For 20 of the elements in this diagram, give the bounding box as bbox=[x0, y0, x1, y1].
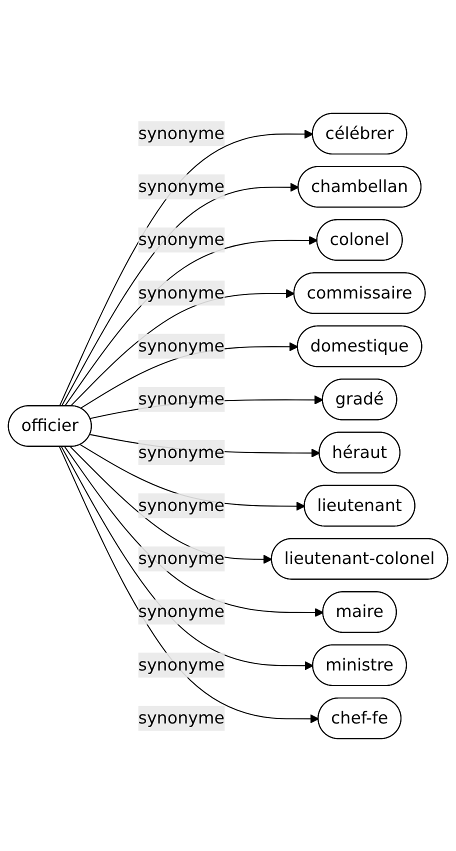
arrow bbox=[59, 129, 314, 406]
edge-label: synonyme bbox=[138, 388, 225, 408]
edge-label: synonyme bbox=[138, 122, 225, 143]
edge-label: synonyme bbox=[138, 176, 225, 196]
arrow bbox=[70, 446, 272, 564]
arrow bbox=[59, 446, 320, 723]
edge-label: synonyme bbox=[138, 442, 225, 462]
arrow bbox=[61, 182, 300, 406]
arrow bbox=[64, 446, 324, 617]
arrow bbox=[70, 288, 295, 406]
edge-label: synonyme bbox=[138, 548, 225, 568]
arrow bbox=[64, 235, 318, 406]
edge-label: synonyme bbox=[138, 654, 225, 674]
edge-label: synonyme bbox=[138, 229, 225, 249]
edge-label: synonyme bbox=[138, 601, 225, 621]
edge-label: synonyme bbox=[138, 707, 225, 728]
edge-label: synonyme bbox=[138, 335, 225, 356]
edge-label: synonyme bbox=[138, 494, 225, 515]
arrow bbox=[61, 446, 314, 670]
edge-label: synonyme bbox=[138, 282, 225, 302]
